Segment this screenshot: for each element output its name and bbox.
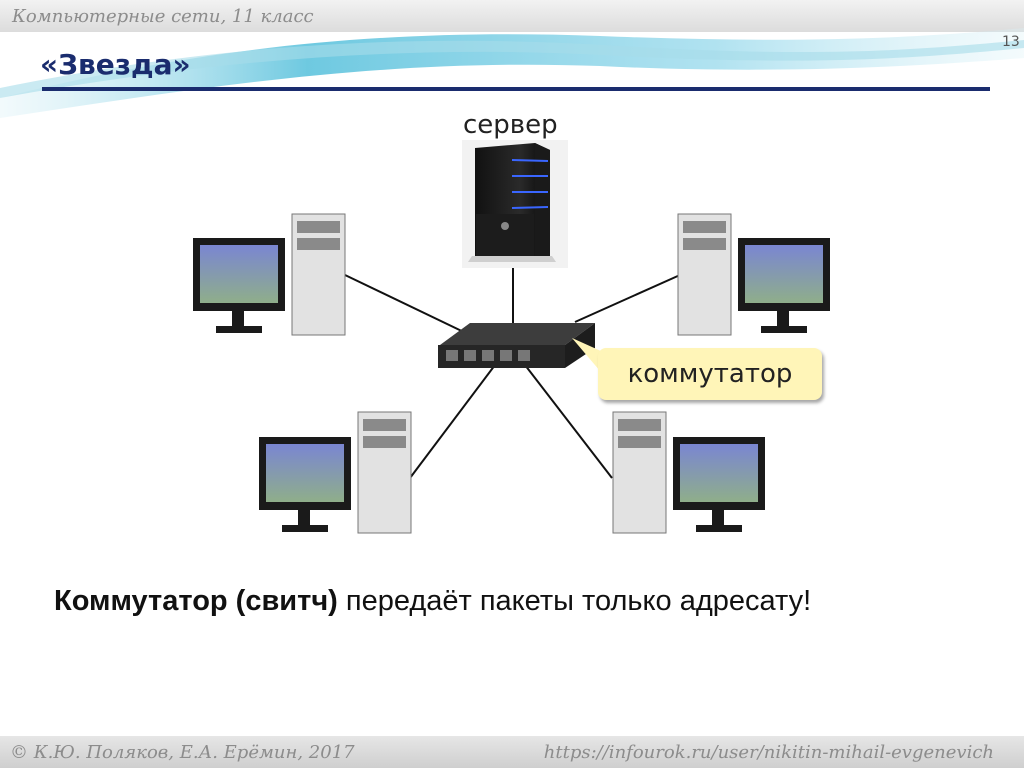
computer-icon-top-right [677,213,830,336]
switch-label: коммутатор [627,359,793,389]
slide-title: «Звезда» [40,48,191,81]
slide-caption: Коммутатор (свитч) передаёт пакеты тольк… [54,585,811,618]
cable-bottom-right [524,364,613,479]
switch-callout: коммутатор [598,348,822,400]
cable-bottom-left [409,364,496,479]
course-title: Компьютерные сети, 11 класс [12,6,314,27]
bottom-bar [0,736,1024,768]
computer-icon-bottom-left [259,411,412,534]
network-cables [344,268,681,479]
top-bar [0,0,1024,32]
title-rule [42,87,990,91]
decorative-wave [0,28,1024,118]
server-icon [462,140,568,268]
switch-icon [438,323,595,368]
cable-top-left [344,274,471,336]
slide-number: 13 [1002,34,1020,50]
cable-top-right [574,274,681,323]
caption-rest: передаёт пакеты только адресату! [337,585,812,617]
caption-bold: Коммутатор (свитч) [54,585,338,617]
computer-icon-top-left [193,213,346,336]
source-url: https://infourok.ru/user/nikitin-mihail-… [543,742,994,763]
server-label: сервер [463,110,558,140]
copyright-text: © К.Ю. Поляков, Е.А. Ерёмин, 2017 [10,742,355,763]
computer-icon-bottom-right [612,411,765,534]
